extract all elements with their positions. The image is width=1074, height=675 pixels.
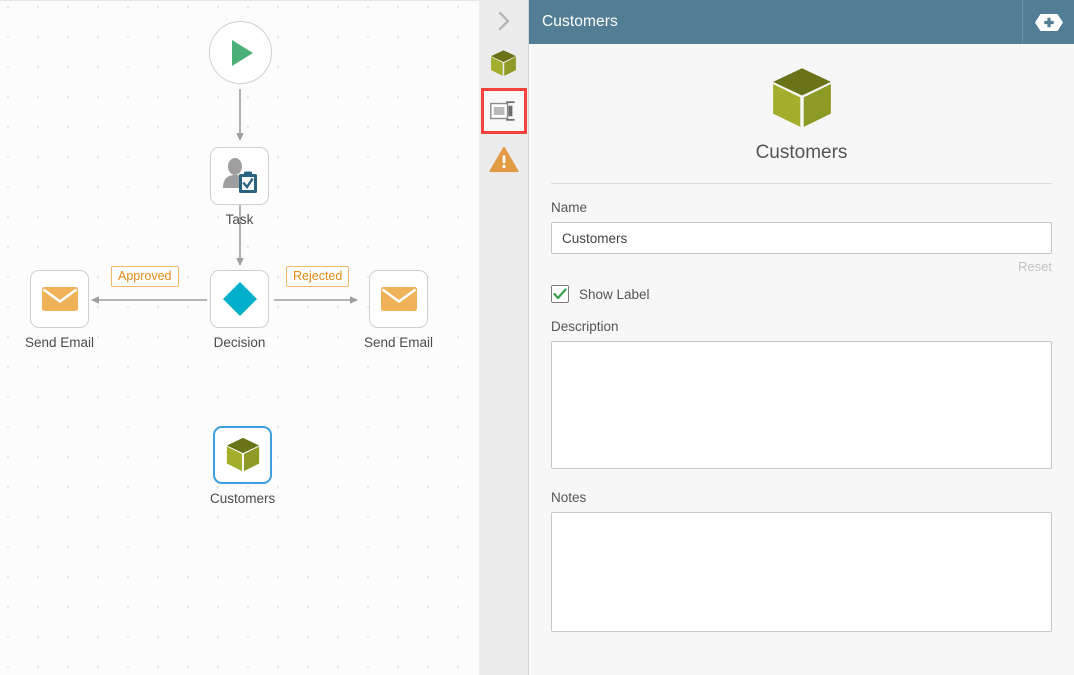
rail-item-entities[interactable] xyxy=(483,42,525,84)
reset-row: Reset xyxy=(551,259,1052,274)
entity-node-shape[interactable] xyxy=(213,426,273,484)
task-node-shape[interactable] xyxy=(210,147,269,205)
name-input[interactable] xyxy=(551,222,1052,254)
checkmark-icon xyxy=(553,288,567,300)
reset-link[interactable]: Reset xyxy=(1018,259,1052,274)
rail-item-problems[interactable] xyxy=(483,138,525,180)
notes-textarea[interactable] xyxy=(551,512,1052,632)
chevron-right-icon xyxy=(498,11,509,31)
properties-panel-icon xyxy=(489,101,515,121)
name-field-label: Name xyxy=(551,200,588,215)
add-button[interactable] xyxy=(1023,0,1074,44)
node-label: Task xyxy=(225,212,254,227)
decision-node-shape[interactable] xyxy=(210,270,269,328)
envelope-icon xyxy=(380,287,417,311)
description-field-label: Description xyxy=(551,319,619,334)
diamond-icon xyxy=(222,282,257,316)
node-label: Send Email xyxy=(364,335,434,350)
description-textarea[interactable] xyxy=(551,341,1052,469)
cube-icon xyxy=(226,437,259,472)
panel-header: Customers xyxy=(529,0,1074,44)
envelope-icon xyxy=(41,287,78,311)
add-icon xyxy=(1034,13,1063,31)
warning-triangle-icon xyxy=(488,146,519,172)
panel-body: Customers Name Reset Show Label Descript… xyxy=(529,44,1074,675)
node-send-email-left[interactable]: Send Email xyxy=(25,270,94,350)
edge-label-rejected[interactable]: Rejected xyxy=(286,266,350,287)
start-node-shape[interactable] xyxy=(209,21,272,84)
properties-panel: Customers Customers Name xyxy=(529,0,1074,675)
connector-layer xyxy=(91,89,358,304)
send-email-node-shape[interactable] xyxy=(369,270,429,328)
panel-icon-rail xyxy=(479,0,529,675)
node-label: Customers xyxy=(210,491,276,506)
play-icon xyxy=(231,39,253,66)
node-send-email-right[interactable]: Send Email xyxy=(364,270,433,350)
collapse-panel-button[interactable] xyxy=(479,0,529,42)
panel-title: Customers xyxy=(542,13,618,30)
show-label-row[interactable]: Show Label xyxy=(551,285,1052,303)
send-email-node-shape[interactable] xyxy=(30,270,90,328)
header-divider xyxy=(1022,0,1023,44)
cube-icon xyxy=(772,68,831,127)
node-decision[interactable]: Decision xyxy=(210,270,269,350)
show-label-text: Show Label xyxy=(579,286,650,302)
rail-item-properties[interactable] xyxy=(480,88,527,134)
notes-field-label: Notes xyxy=(551,490,587,505)
entity-name-heading: Customers xyxy=(755,142,848,163)
cube-icon xyxy=(491,49,516,76)
node-label: Send Email xyxy=(25,335,95,350)
workflow-canvas[interactable]: Task Decision Send Email xyxy=(0,0,479,675)
show-label-checkbox[interactable] xyxy=(551,285,569,303)
node-customers[interactable]: Customers xyxy=(210,426,275,506)
entity-hero: Customers xyxy=(551,44,1052,164)
node-task[interactable]: Task xyxy=(210,147,269,227)
edge-label-approved[interactable]: Approved xyxy=(111,266,179,287)
node-label: Decision xyxy=(213,335,266,350)
section-divider xyxy=(551,183,1052,184)
node-start[interactable] xyxy=(209,21,272,84)
user-task-icon xyxy=(222,158,257,193)
